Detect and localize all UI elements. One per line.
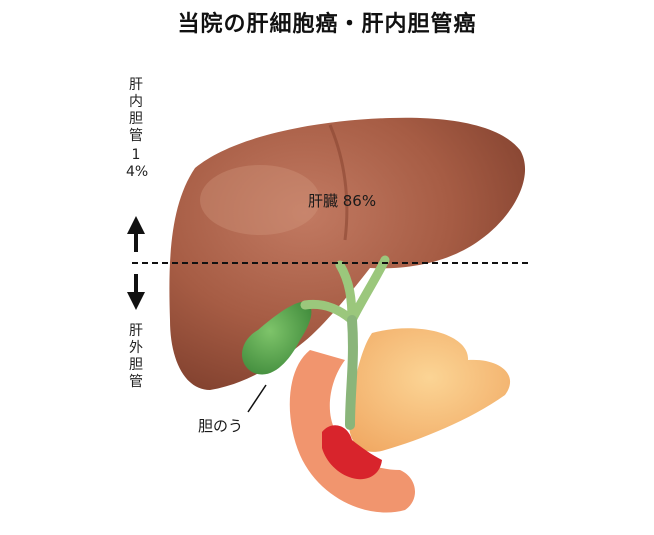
up-arrow-icon [127, 216, 145, 252]
duodenum-shape [289, 350, 416, 513]
intrahepatic-label: 肝内胆管 [129, 77, 143, 144]
bile-duct-common [345, 315, 358, 430]
tumor-shape [322, 425, 382, 480]
down-arrow-icon [127, 274, 145, 310]
gallbladder-leader-line [247, 384, 267, 413]
gallbladder-label: 胆のう [198, 417, 244, 435]
page-title: 当院の肝細胞癌・肝内胆管癌 [177, 12, 477, 37]
extrahepatic-label: 肝外胆管 [129, 323, 143, 390]
liver-highlight [200, 165, 320, 235]
liver-lobe-line [328, 124, 349, 241]
liver-shape [169, 117, 526, 390]
gallbladder-shape [241, 301, 312, 375]
pancreas-shape [349, 328, 511, 452]
intrahepatic-percent: 14% [126, 147, 149, 180]
liver-label: 肝臓 86% [308, 192, 377, 210]
